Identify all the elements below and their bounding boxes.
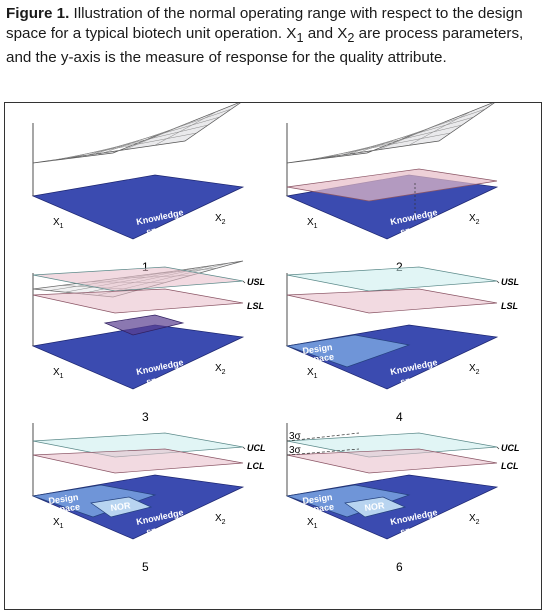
x2-axis-label: X2 [469, 513, 480, 526]
response-grid-u [96, 108, 232, 156]
nor-region [344, 496, 407, 518]
x1-axis-label: X1 [53, 367, 64, 380]
response-grid-v [408, 111, 472, 146]
response-grid-u [350, 108, 486, 156]
knowledge-space-plane [31, 324, 245, 390]
caption-text-3: are process parameters, and the y-axis i… [6, 25, 524, 67]
limit-tick [242, 280, 246, 284]
x1-axis-label-sub: 1 [314, 373, 318, 380]
response-grid-u [334, 116, 474, 158]
caption-text-1: Illustration of the normal operating ran… [6, 5, 523, 42]
caption-sub-2: 2 [347, 31, 355, 46]
limit-plane [286, 168, 498, 202]
ucl-label: UCL [501, 443, 520, 453]
response-grid-u [318, 124, 463, 160]
figure-caption: Figure 1. Illustration of the normal ope… [6, 4, 542, 68]
x1-axis-label: X1 [53, 217, 64, 230]
panel-number-6: 6 [396, 560, 403, 574]
x1-axis-label: X1 [307, 367, 318, 380]
x1-axis-label: X1 [53, 517, 64, 530]
lcl-label: LCL [501, 461, 519, 471]
design-space-plane [286, 484, 411, 518]
knowledge-space-plane [31, 174, 245, 240]
overlap-region [103, 314, 185, 336]
x1-axis-label: X1 [307, 517, 318, 530]
x2-axis-label-sub: 2 [476, 369, 480, 376]
panel-number-1: 1 [142, 260, 149, 274]
nor-label: NOR [110, 500, 132, 513]
design-space-plane [32, 484, 157, 518]
panel-number-3: 3 [142, 410, 149, 424]
response-grid-u [64, 124, 209, 160]
design-space-label-1: Design [302, 492, 333, 506]
x2-axis-label-sub: 2 [476, 219, 480, 226]
lower-limit-plane [32, 288, 244, 314]
x2-axis-label: X2 [469, 213, 480, 226]
lower-limit-plane [32, 448, 244, 474]
limit-tick [496, 280, 500, 284]
design-space-label-2: space [308, 502, 335, 515]
figure-label: Figure 1. [6, 5, 70, 22]
sigma-dashed-1 [286, 432, 360, 442]
nor-region [90, 496, 153, 518]
x2-axis-label: X2 [215, 363, 226, 376]
lower-limit-plane [286, 448, 498, 474]
x1-axis-label-sub: 1 [314, 223, 318, 230]
x2-axis-label: X2 [215, 513, 226, 526]
x2-axis-label-sub: 2 [222, 369, 226, 376]
lower-limit-plane [286, 288, 498, 314]
usl-label: USL [501, 277, 519, 287]
sigma-dashed-2 [286, 448, 360, 456]
x2-axis-label: X2 [215, 213, 226, 226]
nor-label: NOR [364, 500, 386, 513]
figure-diagram: KnowledgespaceX1X21KnowledgespaceX1X22US… [31, 103, 520, 574]
x2-axis-label-sub: 2 [476, 519, 480, 526]
limit-tick [242, 446, 246, 450]
x1-axis-label: X1 [307, 217, 318, 230]
design-space-plane [286, 334, 411, 368]
response-grid-v [154, 111, 218, 146]
panel-number-4: 4 [396, 410, 403, 424]
usl-label: USL [247, 277, 265, 287]
x1-axis-label-sub: 1 [314, 523, 318, 530]
x2-axis-label: X2 [469, 363, 480, 376]
response-surface [286, 103, 495, 164]
x2-axis-label-sub: 2 [222, 519, 226, 526]
x2-axis-label-sub: 2 [222, 219, 226, 226]
panel-number-2: 2 [396, 260, 403, 274]
response-grid-u [80, 116, 220, 158]
sigma-label-a: 3σ [289, 431, 302, 442]
design-space-label-2: space [54, 502, 81, 515]
response-surface [32, 103, 241, 164]
sigma-label-b: 3σ [289, 445, 302, 456]
design-space-label-1: Design [48, 492, 79, 506]
lcl-label: LCL [247, 461, 265, 471]
panel-number-5: 5 [142, 560, 149, 574]
lsl-label: LSL [247, 301, 264, 311]
x1-axis-label-sub: 1 [60, 373, 64, 380]
x1-axis-label-sub: 1 [60, 523, 64, 530]
caption-sub-1: 1 [296, 31, 304, 46]
caption-text-2: and X [303, 25, 348, 42]
x1-axis-label-sub: 1 [60, 223, 64, 230]
design-space-label-1: Design [302, 342, 333, 356]
limit-tick [496, 446, 500, 450]
lsl-label: LSL [501, 301, 518, 311]
design-space-label-2: space [308, 352, 335, 365]
ucl-label: UCL [247, 443, 266, 453]
upper-limit-plane [286, 266, 498, 292]
